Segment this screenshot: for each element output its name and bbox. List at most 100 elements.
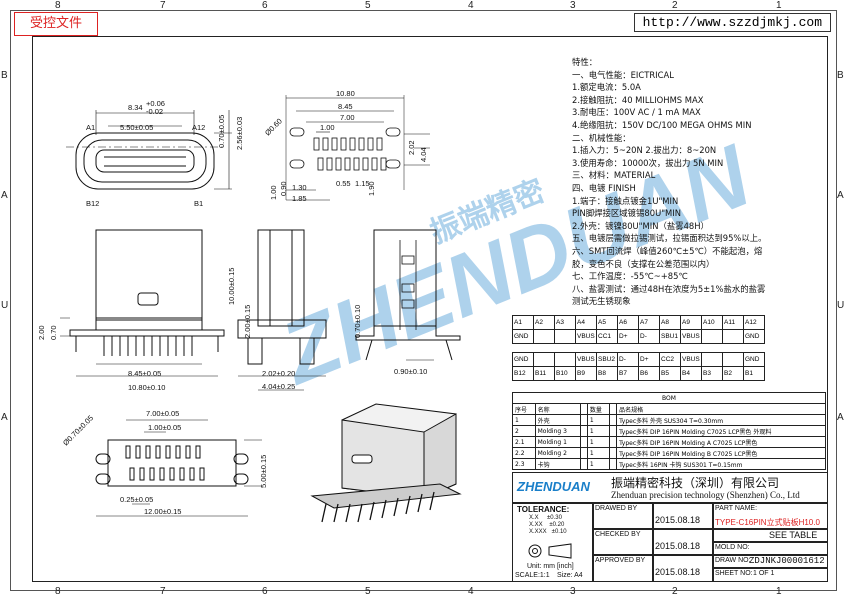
dim-v6-w2: 1.00±0.05 (148, 423, 181, 432)
bom-cell: 2.1 (512, 436, 536, 448)
dim-v2-l4: 0.90 (279, 181, 288, 196)
bom-cell: 2.3 (512, 458, 536, 470)
sheet-no-label: SHEET NO: (715, 570, 753, 577)
grid-left-u: U (1, 300, 9, 311)
pin-cell (722, 352, 744, 367)
dim-v6-b1: 0.25±0.05 (120, 495, 153, 504)
pin-cell: B12 (512, 366, 534, 381)
company-header: ZHENDUAN 振端精密科技（深圳）有限公司 Zhenduan precisi… (512, 472, 828, 504)
bom-cell: 1 (586, 458, 611, 470)
pin-cell: B9 (575, 366, 597, 381)
pin-cell: A9 (680, 315, 702, 330)
grid-top-3: 3 (570, 0, 576, 11)
bom-header: 名称 (534, 403, 582, 415)
drawn-date-cell: 2015.08.18 (652, 502, 714, 530)
grid-bottom-1: 1 (776, 586, 782, 597)
inner-frame (32, 36, 828, 582)
pin-cell (533, 352, 555, 367)
view-bottom (95, 419, 262, 517)
pin-cell (554, 329, 576, 344)
drawn-by-cell: DRAWED BY (592, 502, 654, 530)
bom-cell: 卡钩 (534, 458, 582, 470)
grid-left-a2: A (1, 412, 8, 423)
pin-cell: B1 (743, 366, 765, 381)
pins-bottom-bottom (129, 467, 205, 481)
dim-v6-w1: 7.00±0.05 (146, 409, 179, 418)
sheet-no: 1 OF 1 (753, 570, 775, 577)
tolerance-label: TOLERANCE: (517, 505, 570, 514)
dim-v4-w2: 4.04±0.25 (262, 382, 295, 391)
spec-line: 三、材料：MATERIAL (572, 170, 656, 181)
dim-v1-tol1: +0.06 (146, 99, 165, 108)
grid-right-a2: A (837, 412, 844, 423)
grid-bottom-3: 3 (570, 586, 576, 597)
pin-cell: SBU2 (596, 352, 618, 367)
bom-cell (609, 458, 618, 470)
dim-v1-w1: 8.34 (128, 103, 143, 112)
drawn-date: 2015.08.18 (655, 515, 701, 525)
pin-cell: GND (743, 329, 765, 344)
pin-cell: VBUS (680, 352, 702, 367)
spec-line: 2.接触阻抗：40 MILLIOHMS MAX (572, 94, 704, 105)
bom-cell (580, 414, 588, 426)
pin-cell: A5 (596, 315, 618, 330)
see-table-cell: SEE TABLE (712, 528, 828, 543)
grid-right-a: A (837, 190, 844, 201)
spec-line: 3.使用寿命：10000次，拔出力 5N MIN (572, 157, 724, 168)
bom-cell: 外壳 (534, 414, 582, 426)
checked-by-cell: CHECKED BY (592, 528, 654, 556)
dim-v2-w4: 1.00 (320, 123, 335, 132)
grid-top-5: 5 (365, 0, 371, 11)
dim-v2-b3: 1.90 (367, 181, 376, 196)
grid-top-7: 7 (160, 0, 166, 11)
pin-cell: A8 (659, 315, 681, 330)
pin-cell (722, 329, 744, 344)
view-isometric (310, 403, 462, 523)
grid-left-a: A (1, 190, 8, 201)
pin-cell: CC2 (659, 352, 681, 367)
label-a12: A12 (192, 123, 205, 132)
outer-frame (10, 10, 837, 591)
view-section (355, 229, 461, 361)
bom-cell: Typec多料 16PIN 卡钩 SUS301 T=0.15mm (616, 458, 826, 470)
company-name-cn: 振端精密科技（深圳）有限公司 (611, 476, 780, 490)
bom-cell: 1 (586, 414, 611, 426)
grid-bottom-5: 5 (365, 586, 371, 597)
bom-cell (609, 425, 618, 437)
bom-cell: 1 (586, 425, 611, 437)
grid-bottom-6: 6 (262, 586, 268, 597)
approved-by-label: APPROVED BY (595, 557, 646, 564)
dim-v2-b2: 1.15 (355, 179, 370, 188)
pin-cell: GND (512, 352, 534, 367)
pin-cell: GND (512, 329, 534, 344)
spec-notes: 特性： 一、电气性能：EICTRICAL 1.额定电流：5.0A 2.接触阻抗：… (572, 56, 812, 308)
website-url[interactable]: http://www.szzdjmkj.com (633, 13, 831, 32)
spec-line: 八、盐雾测试：通过48H在浓度为5±1%盐水的盐雾 (572, 283, 766, 294)
pin-cell: A10 (701, 315, 723, 330)
pin-cell: D+ (638, 352, 660, 367)
dim-v1-tol2: -0.02 (146, 107, 163, 116)
grid-left-b: B (1, 70, 8, 81)
pin-cell: A7 (638, 315, 660, 330)
controlled-document-stamp: 受控文件 (14, 12, 98, 36)
pin-cell: B4 (680, 366, 702, 381)
spec-line: 3.耐电压：100V AC / 1 mA MAX (572, 107, 701, 118)
pin-cell (554, 352, 576, 367)
dim-v3-w1: 8.45±0.05 (128, 369, 161, 378)
dim-v3-w2: 10.80±0.10 (128, 383, 165, 392)
pin-cell: B6 (638, 366, 660, 381)
spec-line: 二、机械性能： (572, 132, 631, 143)
pin-cell: B2 (722, 366, 744, 381)
pin-cell: A6 (617, 315, 639, 330)
spec-line: 七、工作温度：-55℃~+85℃ (572, 271, 688, 282)
company-name-en: Zhenduan precision technology (Shenzhen)… (611, 490, 800, 500)
mold-no-cell: MOLD NO: (712, 541, 828, 556)
dim-v2-r: Ø0.60 (263, 117, 284, 138)
grid-top-6: 6 (262, 0, 268, 11)
pin-cell (701, 329, 723, 344)
checked-date-cell: 2015.08.18 (652, 528, 714, 556)
